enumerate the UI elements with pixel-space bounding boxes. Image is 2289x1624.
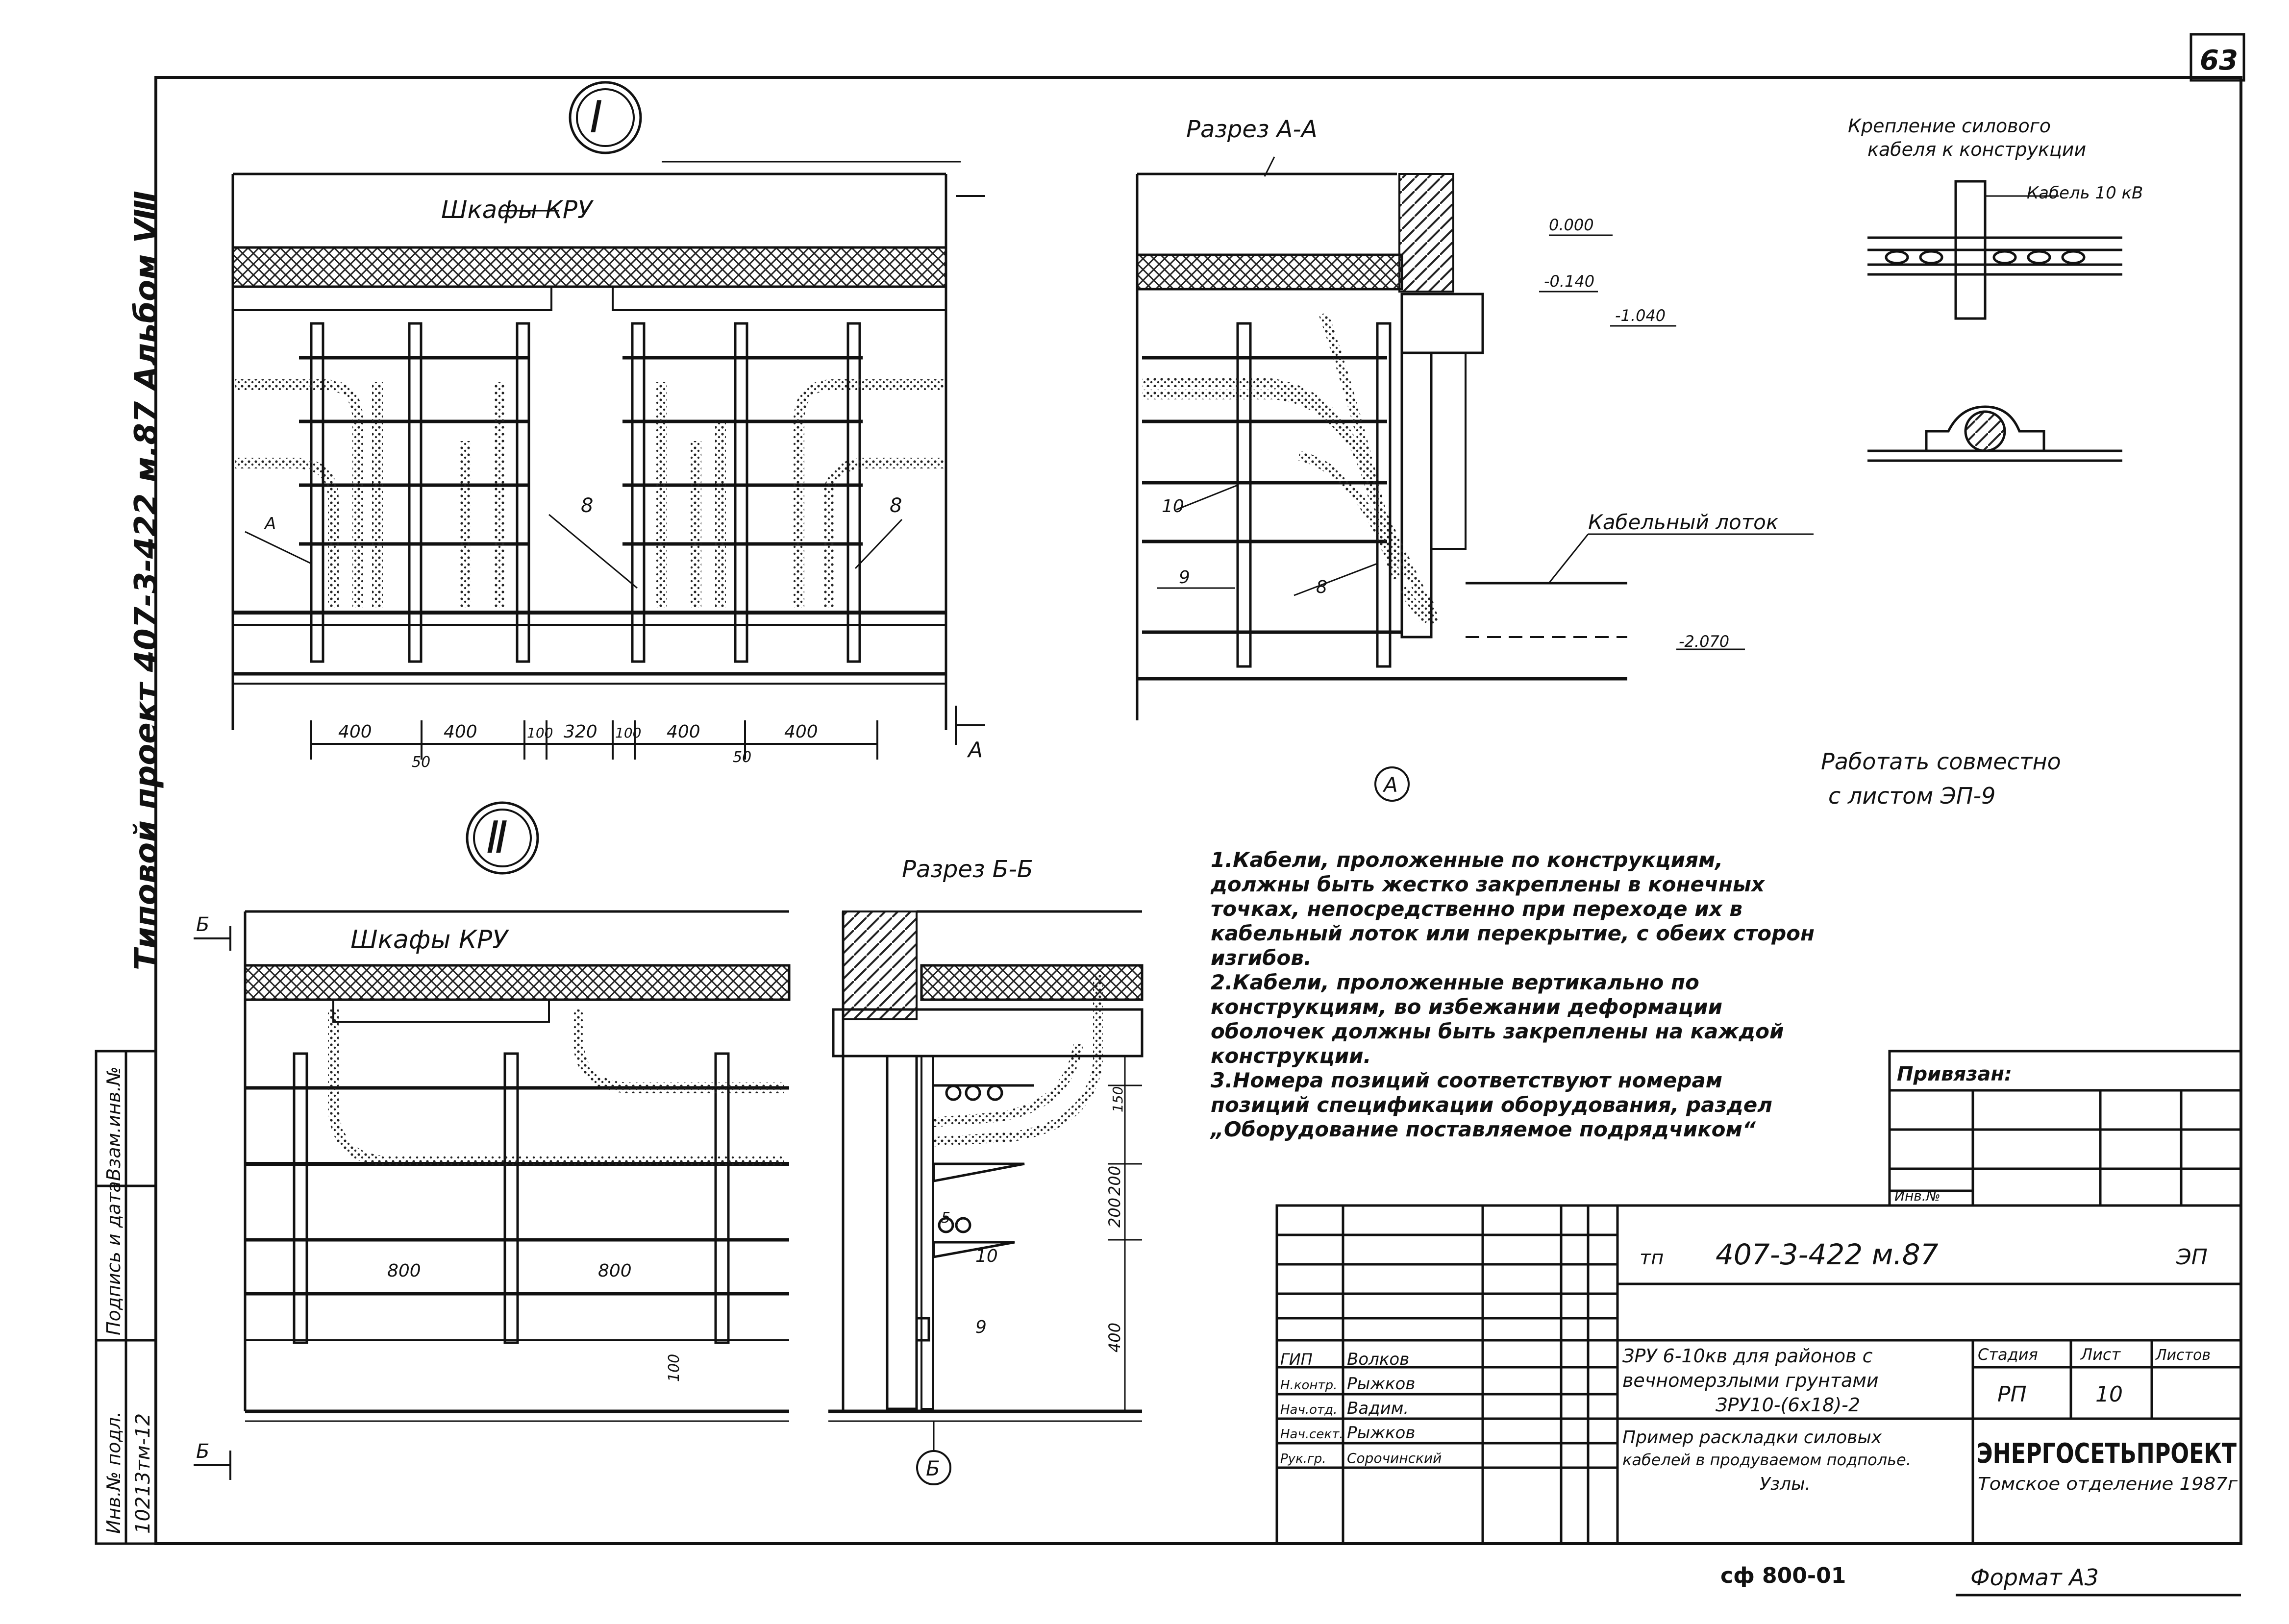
fixing-cable-label: Кабель 10 кВ <box>2027 183 2143 203</box>
node-1-caption: Шкафы КРУ <box>441 196 594 224</box>
level-2070: -2.070 <box>1679 632 1729 651</box>
fixing-title-line2: кабеля к конструкции <box>1867 139 2086 160</box>
level-0000: 0.000 <box>1549 216 1594 234</box>
inventory-number: 10213тм-12 <box>132 1413 154 1534</box>
section-b-dim-200b: 200 <box>1105 1198 1124 1228</box>
drawing-name-1: Пример раскладки силовых <box>1622 1427 1882 1448</box>
section-b-ref-10: 10 <box>975 1246 998 1266</box>
node-1-marker-circle <box>569 81 642 154</box>
node-2-caption: Шкафы КРУ <box>350 925 509 955</box>
section-b-dim-200a: 200 <box>1105 1166 1124 1196</box>
node-1-dim-9: 50 <box>733 749 751 766</box>
node-1-marker: Ⅰ <box>590 92 603 143</box>
node-1-dim-7: 400 <box>784 722 818 742</box>
object-name-1: ЗРУ 6-10кв для районов с <box>1622 1345 1873 1367</box>
node-1-ref-8-right: 8 <box>890 494 902 517</box>
name-rukgr: Сорочинский <box>1347 1450 1442 1466</box>
node-1-dim-8: 50 <box>412 754 430 771</box>
node-2-cut-mark-top: Б <box>196 913 209 936</box>
fixing-title-line1: Крепление силового <box>1848 115 2051 137</box>
vertical-project-title: Типовой проект 407-3-422 м.87 Альбом Ⅷ <box>128 191 165 970</box>
node-1-dim-1: 400 <box>338 722 372 742</box>
sheet-format: Формат А3 <box>1970 1564 2099 1591</box>
node-2-dim-height: 100 <box>666 1354 683 1382</box>
title-code-prefix: тп <box>1640 1247 1664 1269</box>
section-b-title: Разрез Б-Б <box>902 856 1033 883</box>
section-a-ref-10: 10 <box>1162 496 1184 517</box>
node-2-drawing <box>194 801 791 1480</box>
section-a-title: Разрез А-А <box>1186 116 1318 143</box>
note-3: 3.Номера позиций соответствуют номерам п… <box>1211 1068 1772 1141</box>
name-nachsekt: Рыжков <box>1347 1423 1415 1443</box>
level-0140: -0.140 <box>1544 272 1594 291</box>
sheet-frame <box>154 33 2245 1545</box>
work-together-line1: Работать совместно <box>1821 748 2061 775</box>
section-b-ref-5: 5 <box>941 1209 950 1227</box>
sheet-number: 63 <box>2200 45 2238 76</box>
node-1-dim-3: 100 <box>527 725 553 741</box>
note-2: 2.Кабели, проложенные вертикально по кон… <box>1211 970 1784 1068</box>
section-b-drawing <box>828 910 1144 1485</box>
stamp-label-inventory: Инв.№ подл. <box>103 1411 124 1534</box>
section-b-dim-400: 400 <box>1105 1323 1124 1353</box>
object-name-3: ЗРУ10-(6х18)-2 <box>1716 1394 1860 1416</box>
section-a-drawing <box>1136 156 1814 802</box>
section-b-marker: Б <box>926 1456 940 1480</box>
role-rukgr: Рук.гр. <box>1280 1452 1326 1466</box>
stamp-label-signature: Подпись и дата <box>103 1181 124 1335</box>
organization-dept: Томское отделение 1987г <box>1978 1474 2238 1494</box>
section-a-marker: А <box>1382 773 1398 797</box>
node-2-cut-mark-bottom: Б <box>196 1440 209 1463</box>
level-1040: -1.040 <box>1615 306 1666 325</box>
object-name-2: вечномерзлыми грунтами <box>1622 1370 1879 1391</box>
fixing-detail-drawing <box>1867 180 2122 462</box>
name-ncontr: Рыжков <box>1347 1374 1415 1394</box>
cable-tray-label: Кабельный лоток <box>1588 510 1779 534</box>
stage-label: Стадия <box>1978 1345 2038 1364</box>
node-1-ref-8-left: 8 <box>581 494 593 517</box>
node-1-dim-4: 320 <box>564 722 597 742</box>
form-code: сф 800-01 <box>1720 1563 1846 1588</box>
node-1-dim-2: 400 <box>444 722 477 742</box>
title-code: 407-3-422 м.87 <box>1716 1238 1939 1271</box>
stamp-label-replaced: Взам.инв.№ <box>103 1066 124 1181</box>
side-stamp <box>95 1050 157 1545</box>
drawing-name-3: Узлы. <box>1760 1474 1811 1494</box>
role-ncontr: Н.контр. <box>1280 1378 1337 1393</box>
section-b-ref-9: 9 <box>975 1317 987 1337</box>
title-block <box>1275 1204 2242 1545</box>
binding-stamp <box>1888 1050 2242 1207</box>
binding-inv: Инв.№ <box>1894 1188 1941 1204</box>
binding-label: Привязан: <box>1897 1063 2012 1085</box>
node-2-dim-right: 800 <box>598 1261 632 1281</box>
section-a-ref-9: 9 <box>1179 567 1190 588</box>
role-nachotd: Нач.отд. <box>1280 1403 1337 1417</box>
sheet-label: Лист <box>2080 1345 2121 1364</box>
name-gip: Волков <box>1347 1350 1409 1369</box>
node-2-marker: Ⅱ <box>486 812 508 863</box>
section-a-ref-8: 8 <box>1316 577 1327 597</box>
node-1-drawing <box>231 81 985 760</box>
role-gip: ГИП <box>1280 1350 1313 1369</box>
section-b-dim-150: 150 <box>1110 1086 1126 1112</box>
title-mark: ЭП <box>2176 1245 2208 1270</box>
node-1-dim-5: 100 <box>615 725 641 741</box>
role-nachsekt: Нач.сект. <box>1280 1427 1344 1442</box>
name-nachotd: Вадим. <box>1347 1399 1409 1418</box>
node-1-cut-mark: А <box>967 738 983 763</box>
organization-name: ЭНЕРГОСЕТЬПРОЕКТ <box>1977 1438 2237 1470</box>
sheet-value: 10 <box>2095 1382 2123 1407</box>
work-together-line2: с листом ЭП-9 <box>1828 783 1995 809</box>
node-1-dim-6: 400 <box>667 722 700 742</box>
node-1-slab <box>231 246 947 288</box>
drawing-name-2: кабелей в продуваемом подполье. <box>1622 1451 1911 1469</box>
node-1-ref-a: А <box>264 514 276 534</box>
stage-value: РП <box>1997 1382 2027 1407</box>
sheets-label: Листов <box>2155 1347 2211 1364</box>
note-1: 1.Кабели, проложенные по конструкциям, д… <box>1211 848 1815 970</box>
node-2-dim-left: 800 <box>387 1261 421 1281</box>
